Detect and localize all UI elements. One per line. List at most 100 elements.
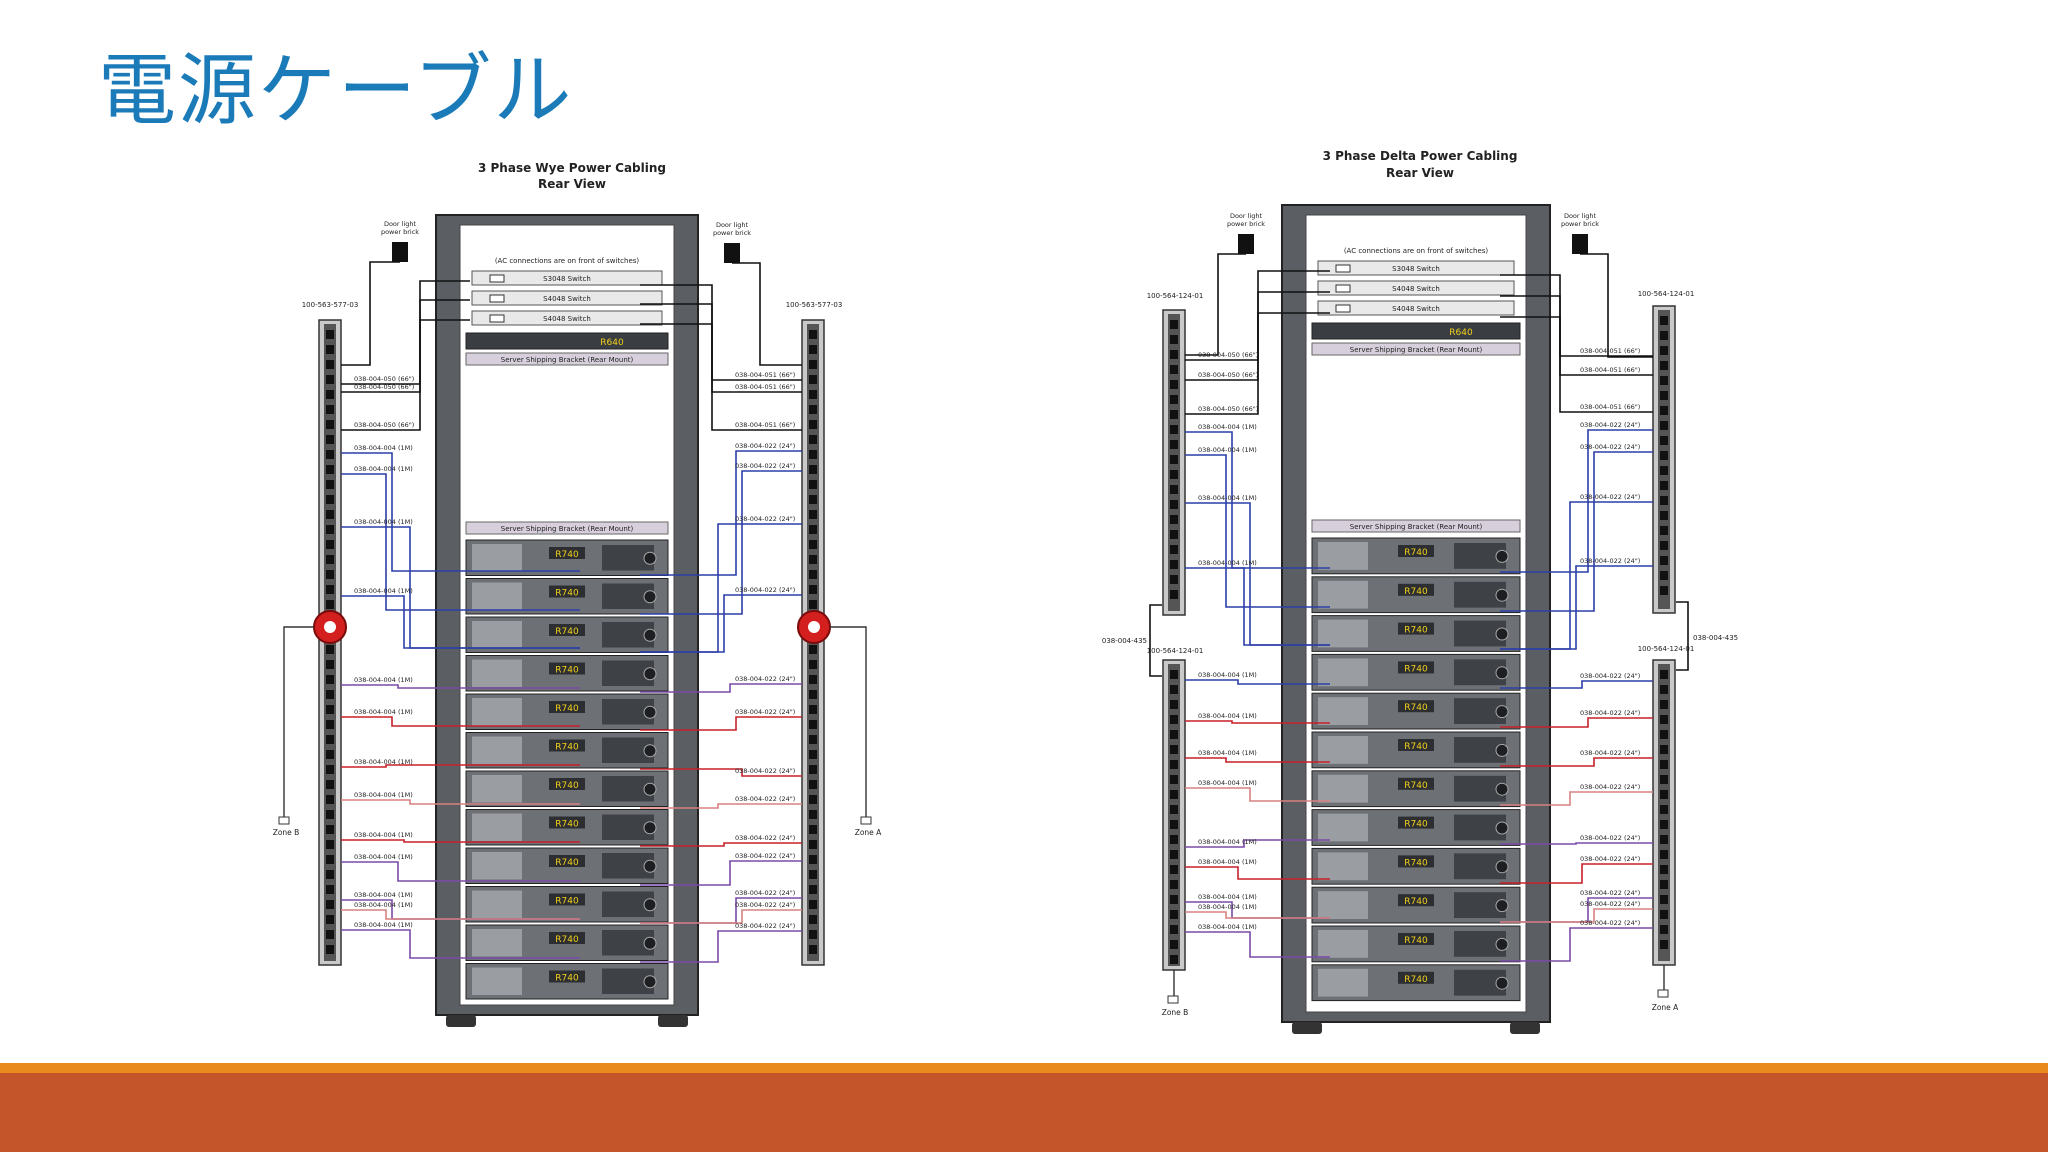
right-power-cable [1500, 757, 1653, 767]
pdu-outlet [326, 795, 334, 804]
pdu-outlet [809, 765, 817, 774]
jumper-left-label: 038-004-435 [1102, 637, 1147, 645]
r740-label: R740 [555, 666, 579, 676]
right-cable-label: 038-004-022 (24") [735, 922, 795, 930]
left-power-cable [1185, 720, 1330, 724]
pdu-outlet [809, 855, 817, 864]
r740-label: R740 [555, 550, 579, 560]
pdu-outlet [326, 930, 334, 939]
pdu-outlet [326, 450, 334, 459]
pdu-outlet [1170, 925, 1178, 934]
pdu-outlet [326, 330, 334, 339]
right-cable-label: 038-004-022 (24") [1580, 783, 1640, 791]
pdu-outlet [1170, 790, 1178, 799]
pdu-outlet [1660, 925, 1668, 934]
pdu-outlet [1660, 331, 1668, 340]
server-fan [643, 551, 657, 565]
server-fan [643, 705, 657, 719]
left-power-cable [1185, 431, 1330, 569]
pdu-outlet [326, 915, 334, 924]
server-badge [1398, 622, 1434, 635]
pdu-outlet [326, 810, 334, 819]
right-cable-label: 038-004-022 (24") [735, 767, 795, 775]
left-cable-label: 038-004-050 (66") [1198, 405, 1258, 413]
server-badge [549, 970, 585, 983]
right-cable-label: 038-004-022 (24") [735, 442, 795, 450]
zone-a-label: Zone A [855, 828, 882, 837]
r740-label: R740 [555, 858, 579, 868]
pdu-outlet [809, 480, 817, 489]
pdu-outlet [1660, 895, 1668, 904]
right-power-cable [1500, 842, 1653, 845]
right-power-cable [640, 594, 802, 653]
left-cable-label: 038-004-004 (1M) [354, 791, 413, 799]
switch-label: S3048 Switch [543, 275, 591, 283]
server-badge [1398, 545, 1434, 557]
pdu-outlet [326, 540, 334, 549]
door-light-label: Door light [716, 221, 749, 229]
pdu-outlet [809, 735, 817, 744]
pdu-outlet [1660, 541, 1668, 550]
server-vents [472, 659, 522, 687]
pdu-outlet [326, 840, 334, 849]
server-fan [643, 744, 657, 758]
server-vents [1318, 658, 1368, 687]
pdu-outlet [1170, 425, 1178, 434]
r740-label: R740 [555, 935, 579, 945]
server-fan [643, 975, 657, 989]
server-vents [1318, 736, 1368, 764]
switch-unit [1317, 280, 1515, 296]
pdu-outlet [1660, 730, 1668, 739]
server-vents [1318, 813, 1368, 842]
server-badge [549, 585, 585, 598]
right-power-cable [1500, 451, 1653, 612]
shipping-bracket-top [1311, 342, 1521, 356]
pdu-outlet [809, 405, 817, 414]
pdu-outlet [326, 375, 334, 384]
pdu-outlet [1170, 530, 1178, 539]
left-power-cable [1185, 911, 1330, 919]
pdu-outlet [1660, 586, 1668, 595]
server-fan [643, 936, 657, 950]
right-power-cable [640, 909, 802, 924]
pdu-right-top [1652, 305, 1676, 614]
server-badge [549, 932, 585, 944]
right-power-cable [640, 716, 802, 731]
right-power-cable [1500, 429, 1653, 573]
pdu-left-part-number: 100-563-577-03 [302, 301, 359, 309]
bracket-mid-label: Server Shipping Bracket (Rear Mount) [1350, 523, 1483, 531]
left-cable-label: 038-004-004 (1M) [1198, 858, 1257, 866]
left-cable-label: 038-004-050 (66") [354, 421, 414, 429]
left-cable-label: 038-004-004 (1M) [1198, 838, 1257, 846]
right-cable-label: 038-004-022 (24") [1580, 557, 1640, 565]
r740-label: R740 [555, 820, 579, 830]
pdu-outlet [1170, 590, 1178, 599]
bracket-mid-label: Server Shipping Bracket (Rear Mount) [501, 525, 634, 533]
right-cable-label: 038-004-022 (24") [1580, 443, 1640, 451]
left-power-cable [341, 452, 580, 572]
left-power-cable [341, 839, 580, 843]
right-cable-label: 038-004-022 (24") [1580, 709, 1640, 717]
right-power-cable [1500, 565, 1653, 650]
switch-note: (AC connections are on front of switches… [495, 257, 640, 265]
pdu-outlet [1170, 670, 1178, 679]
pdu-outlet [1660, 820, 1668, 829]
r740-label: R740 [1404, 587, 1428, 597]
pdu-outlet [809, 525, 817, 534]
pdu-outlet [809, 915, 817, 924]
server-fan [1495, 588, 1509, 602]
pdu-outlet [809, 510, 817, 519]
switch-unit [1317, 300, 1515, 316]
door-light-label: Door light [1564, 212, 1597, 220]
pdu-outlet [809, 585, 817, 594]
left-cable-label: 038-004-050 (66") [354, 383, 414, 391]
r740-label: R740 [1404, 781, 1428, 791]
right-cable-label: 038-004-051 (66") [735, 383, 795, 391]
pdu-outlet [326, 690, 334, 699]
pdu-outlet [1170, 895, 1178, 904]
server-fan [1495, 899, 1509, 913]
pdu-outlet [1170, 500, 1178, 509]
pdu-outlet [809, 780, 817, 789]
